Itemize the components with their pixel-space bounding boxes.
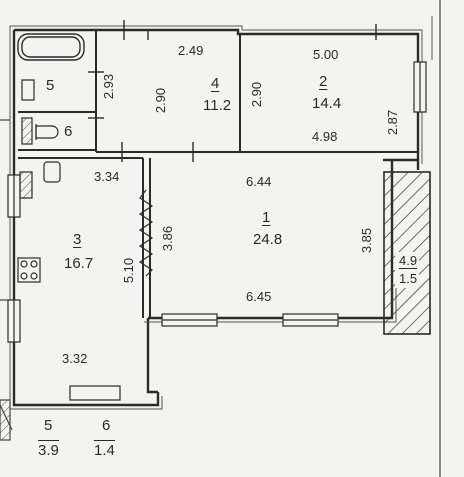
room-4-left-dim: 2.90: [153, 87, 169, 114]
legend-5-area: 3.9: [38, 440, 59, 459]
balcony-label-bottom: 1.5: [399, 271, 418, 286]
room-2-right-dim: 2.87: [385, 109, 401, 136]
room-1-area: 24.8: [253, 231, 283, 248]
washbasin: [21, 79, 35, 101]
room-2-top-dim: 5.00: [313, 47, 339, 62]
windows: [7, 61, 427, 401]
room-3-right-dim: 5.10: [121, 257, 137, 284]
room-1-number: 1: [262, 209, 271, 226]
legend-6-number: 6: [102, 417, 111, 434]
balcony: [383, 171, 431, 335]
room-5-number: 5: [46, 77, 55, 94]
corridor-dimension: 2.93: [101, 73, 117, 100]
room-4-number: 4: [211, 75, 220, 92]
bathtub: [17, 33, 85, 61]
kitchen-fixtures: [17, 161, 61, 283]
room-1-top-dim: 6.44: [246, 174, 272, 189]
room-3-number: 3: [73, 231, 82, 248]
room-1-right-dim: 3.85: [359, 227, 375, 254]
room-2-bottom-dim: 4.98: [312, 129, 338, 144]
room-3-bottom-dim: 3.32: [62, 351, 88, 366]
room-1-left-dim: 3.86: [160, 225, 176, 252]
room-3-top-dim: 3.34: [94, 169, 120, 184]
room-2-number: 2: [319, 73, 328, 90]
interior-walls: [18, 30, 418, 318]
room-3-area: 16.7: [64, 255, 94, 272]
adjacent-walls: [0, 0, 441, 477]
legend-6-area: 1.4: [94, 440, 115, 459]
room-6-number: 6: [64, 123, 73, 140]
toilet: [21, 117, 59, 145]
room-4-area: 11.2: [203, 97, 232, 114]
room-2-left-dim: 2.90: [249, 81, 265, 108]
legend-5-number: 5: [44, 417, 53, 434]
room-1-bottom-dim: 6.45: [246, 289, 272, 304]
folding-door: [138, 189, 154, 277]
balcony-label-top: 4.9: [399, 253, 418, 268]
door-marks: [88, 20, 377, 162]
room-4-top-dim: 2.49: [178, 43, 204, 58]
room-2-area: 14.4: [312, 95, 342, 112]
